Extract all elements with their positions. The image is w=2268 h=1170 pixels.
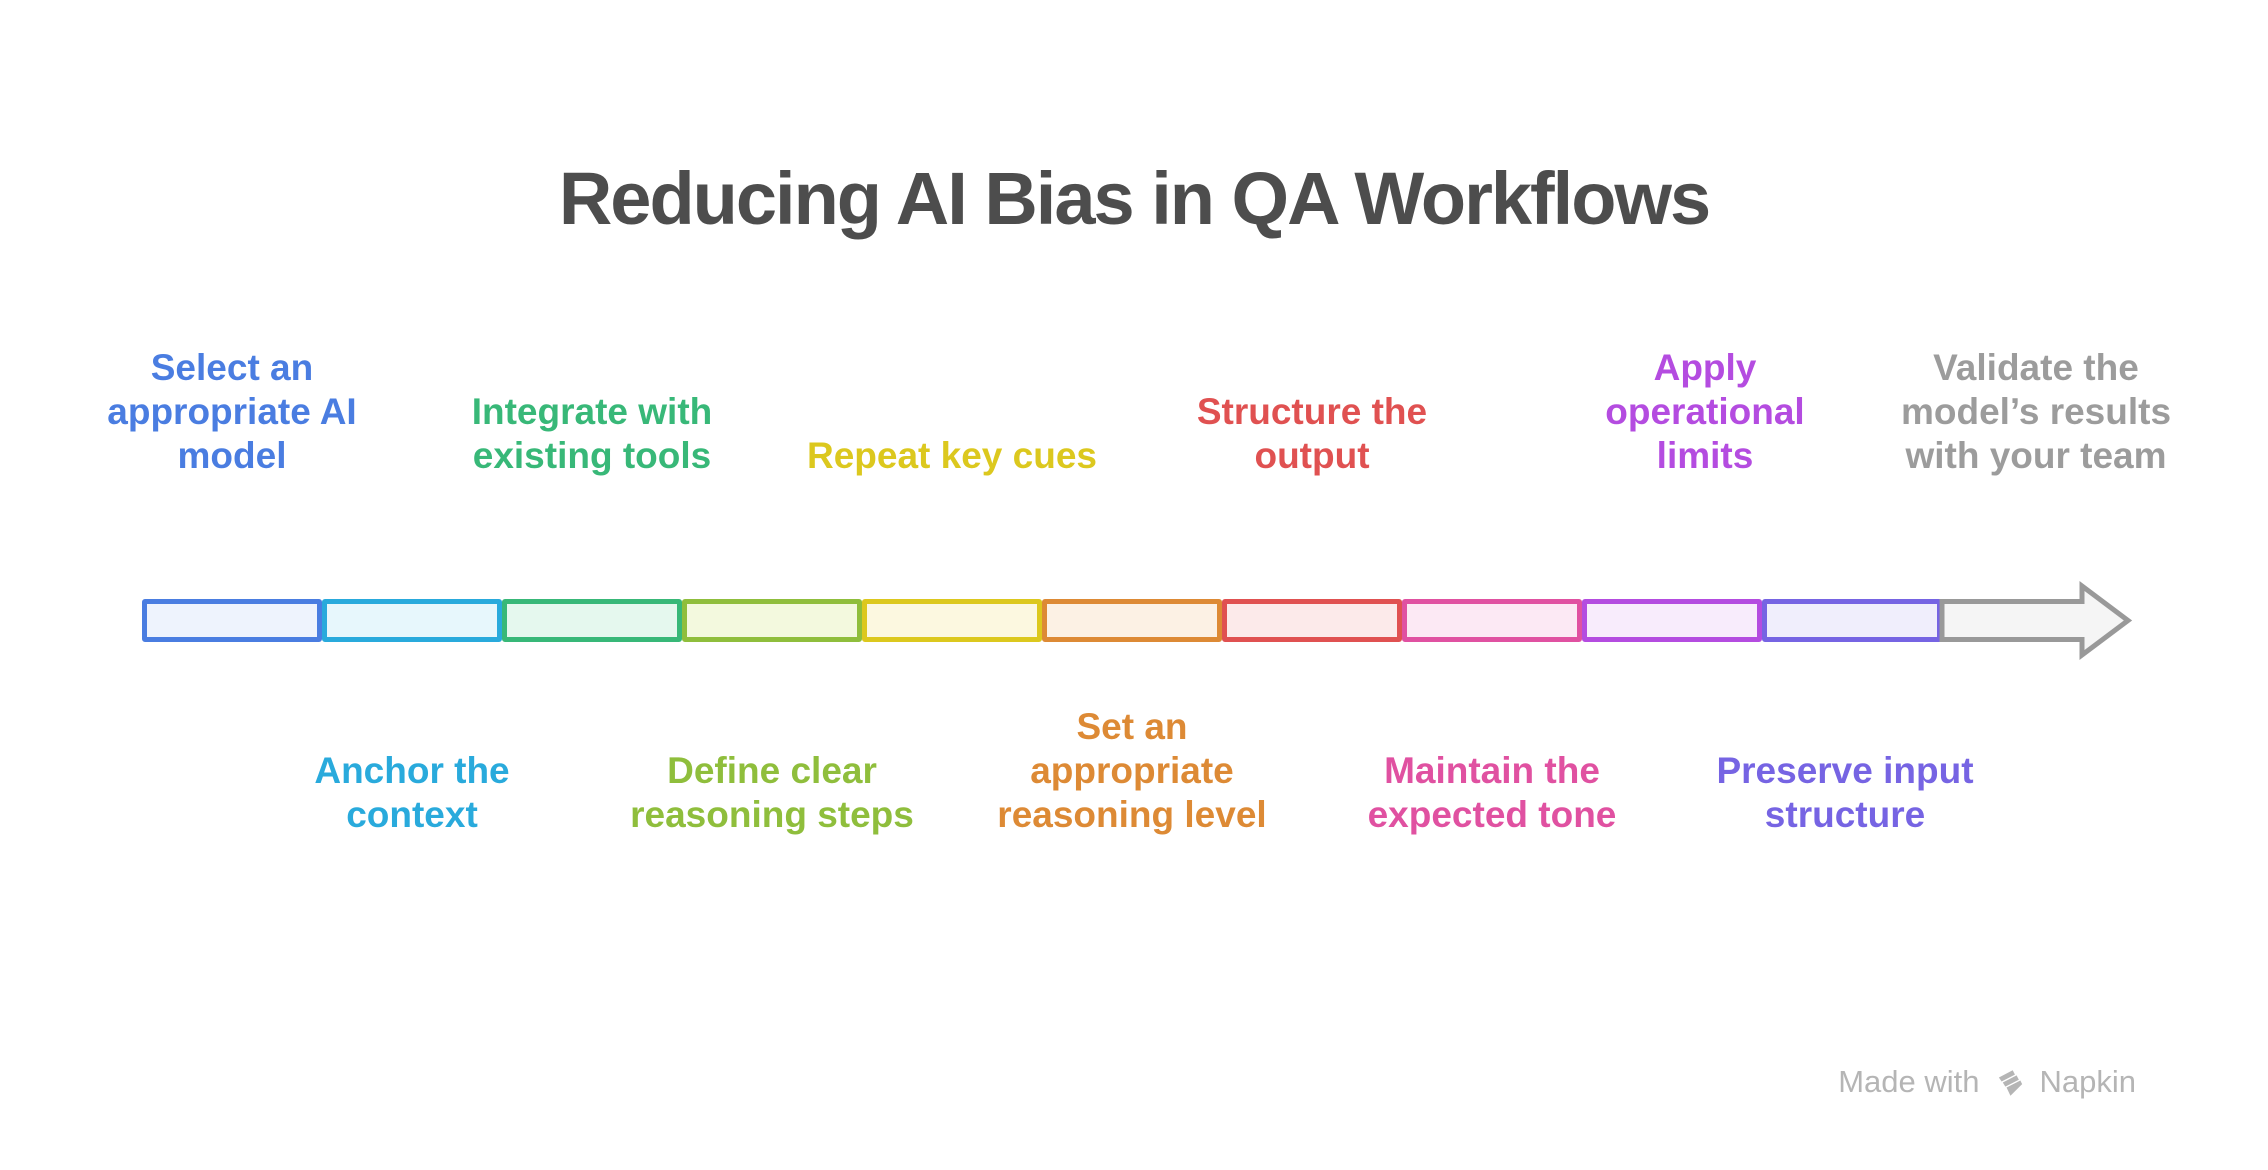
arrow-segment-2	[322, 599, 502, 642]
step-label-structure-output: Structure the output	[1196, 391, 1428, 476]
step-label-input-structure: Preserve input structure	[1716, 750, 1974, 835]
arrow-segment-4	[682, 599, 862, 642]
arrow-segment-1	[142, 599, 322, 642]
step-label-reasoning-steps: Define clear reasoning steps	[630, 750, 914, 835]
step-label-integrate-tools: Integrate with existing tools	[471, 391, 713, 476]
step-label-reasoning-level: Set an appropriate reasoning level	[997, 706, 1267, 835]
step-label-validate-results: Validate the model’s results with your t…	[1900, 347, 2172, 476]
arrow-segment-5	[862, 599, 1042, 642]
arrow-segment-9	[1582, 599, 1762, 642]
arrow-segment-8	[1402, 599, 1582, 642]
arrow-segment-6	[1042, 599, 1222, 642]
step-label-apply-limits: Apply operational limits	[1605, 347, 1805, 476]
arrow-segment-3	[502, 599, 682, 642]
watermark-brand: Napkin	[2039, 1064, 2137, 1099]
watermark-made-with: Made with	[1838, 1064, 1980, 1099]
page-title: Reducing AI Bias in QA Workflows	[558, 157, 1711, 240]
step-label-select-model: Select an appropriate AI model	[107, 347, 357, 476]
arrow-segment-10	[1762, 599, 1942, 642]
step-label-expected-tone: Maintain the expected tone	[1367, 750, 1617, 835]
step-label-repeat-cues: Repeat key cues	[806, 435, 1097, 476]
napkin-watermark: Made with Napkin	[1838, 1060, 2136, 1104]
step-label-anchor-context: Anchor the context	[314, 750, 510, 835]
arrow-segment-7	[1222, 599, 1402, 642]
napkin-logo-icon	[1998, 1070, 2022, 1096]
